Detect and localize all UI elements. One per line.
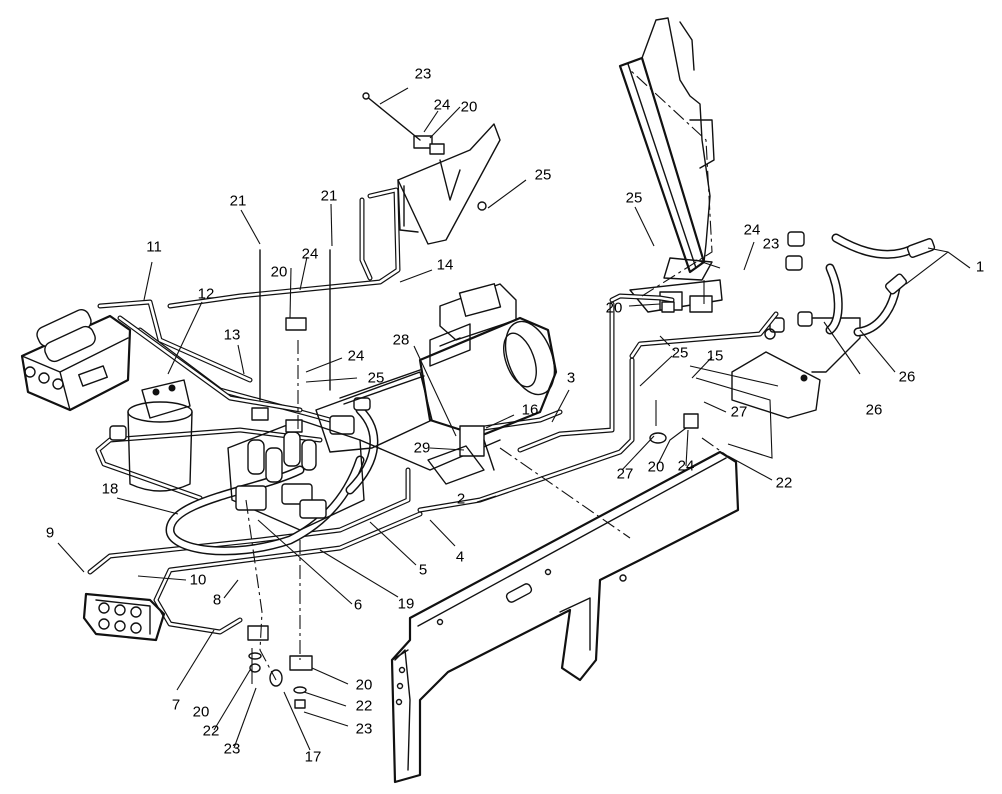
frame-rail [390,450,740,784]
callout-27-b: 27 [730,403,748,421]
callout-29: 29 [413,439,431,457]
callout-20-d: 20 [192,703,210,721]
callout-20-f: 20 [647,458,665,476]
upright-arm [618,17,723,313]
callout-5: 5 [418,561,428,579]
callout-24-c: 24 [347,347,365,365]
callout-23-a: 23 [414,65,432,83]
callout-20-c: 20 [460,98,478,116]
callout-13: 13 [223,326,241,344]
callout-19: 19 [397,595,415,613]
callout-11: 11 [146,238,162,256]
callout-15: 15 [706,347,724,365]
callout-28: 28 [392,331,410,349]
callout-26-a: 26 [865,401,883,419]
hose-bracket [731,231,936,419]
callout-9: 9 [45,524,55,542]
callout-16: 16 [521,401,539,419]
callout-23-c: 23 [355,720,373,738]
callout-24-d: 24 [743,221,761,239]
callout-2: 2 [456,490,466,508]
callout-7: 7 [171,696,181,714]
callout-25-a: 25 [534,166,552,184]
left-valve-bank [20,309,132,412]
callout-23-d: 23 [762,235,780,253]
callout-12: 12 [197,285,215,303]
callout-17: 17 [304,748,322,766]
bottom-valve-bank [82,592,166,642]
callout-26-b: 26 [898,368,916,386]
callout-1: 1 [975,258,985,276]
callout-22-c: 22 [775,474,793,492]
filter-canister [109,379,193,492]
callout-20-a: 20 [270,263,288,281]
center-lines [245,69,737,681]
callout-14: 14 [436,256,454,274]
fasteners [247,249,776,709]
callout-10: 10 [189,571,207,589]
callout-8: 8 [212,591,222,609]
callout-24-a: 24 [433,96,451,114]
callout-4: 4 [455,548,465,566]
callout-25-c: 25 [625,189,643,207]
callout-24-b: 24 [301,245,319,263]
callout-23-b: 23 [223,740,241,758]
callout-20-e: 20 [355,676,373,694]
callout-22-a: 22 [202,722,220,740]
callout-22-b: 22 [355,697,373,715]
callout-18: 18 [101,480,119,498]
callout-25-b: 25 [367,369,385,387]
callout-3: 3 [566,369,576,387]
callout-27-a: 27 [616,465,634,483]
callout-6: 6 [353,596,363,614]
callout-21-b: 21 [320,187,338,205]
callout-24-e: 24 [677,457,695,475]
hydraulic-tubes [87,187,779,635]
pump-motor [315,283,558,471]
callout-25-d: 25 [671,344,689,362]
top-bracket [362,92,501,245]
reference-lines [655,259,779,459]
callout-21-a: 21 [229,192,247,210]
leader-lines [57,87,971,751]
callout-20-b: 20 [605,299,623,317]
